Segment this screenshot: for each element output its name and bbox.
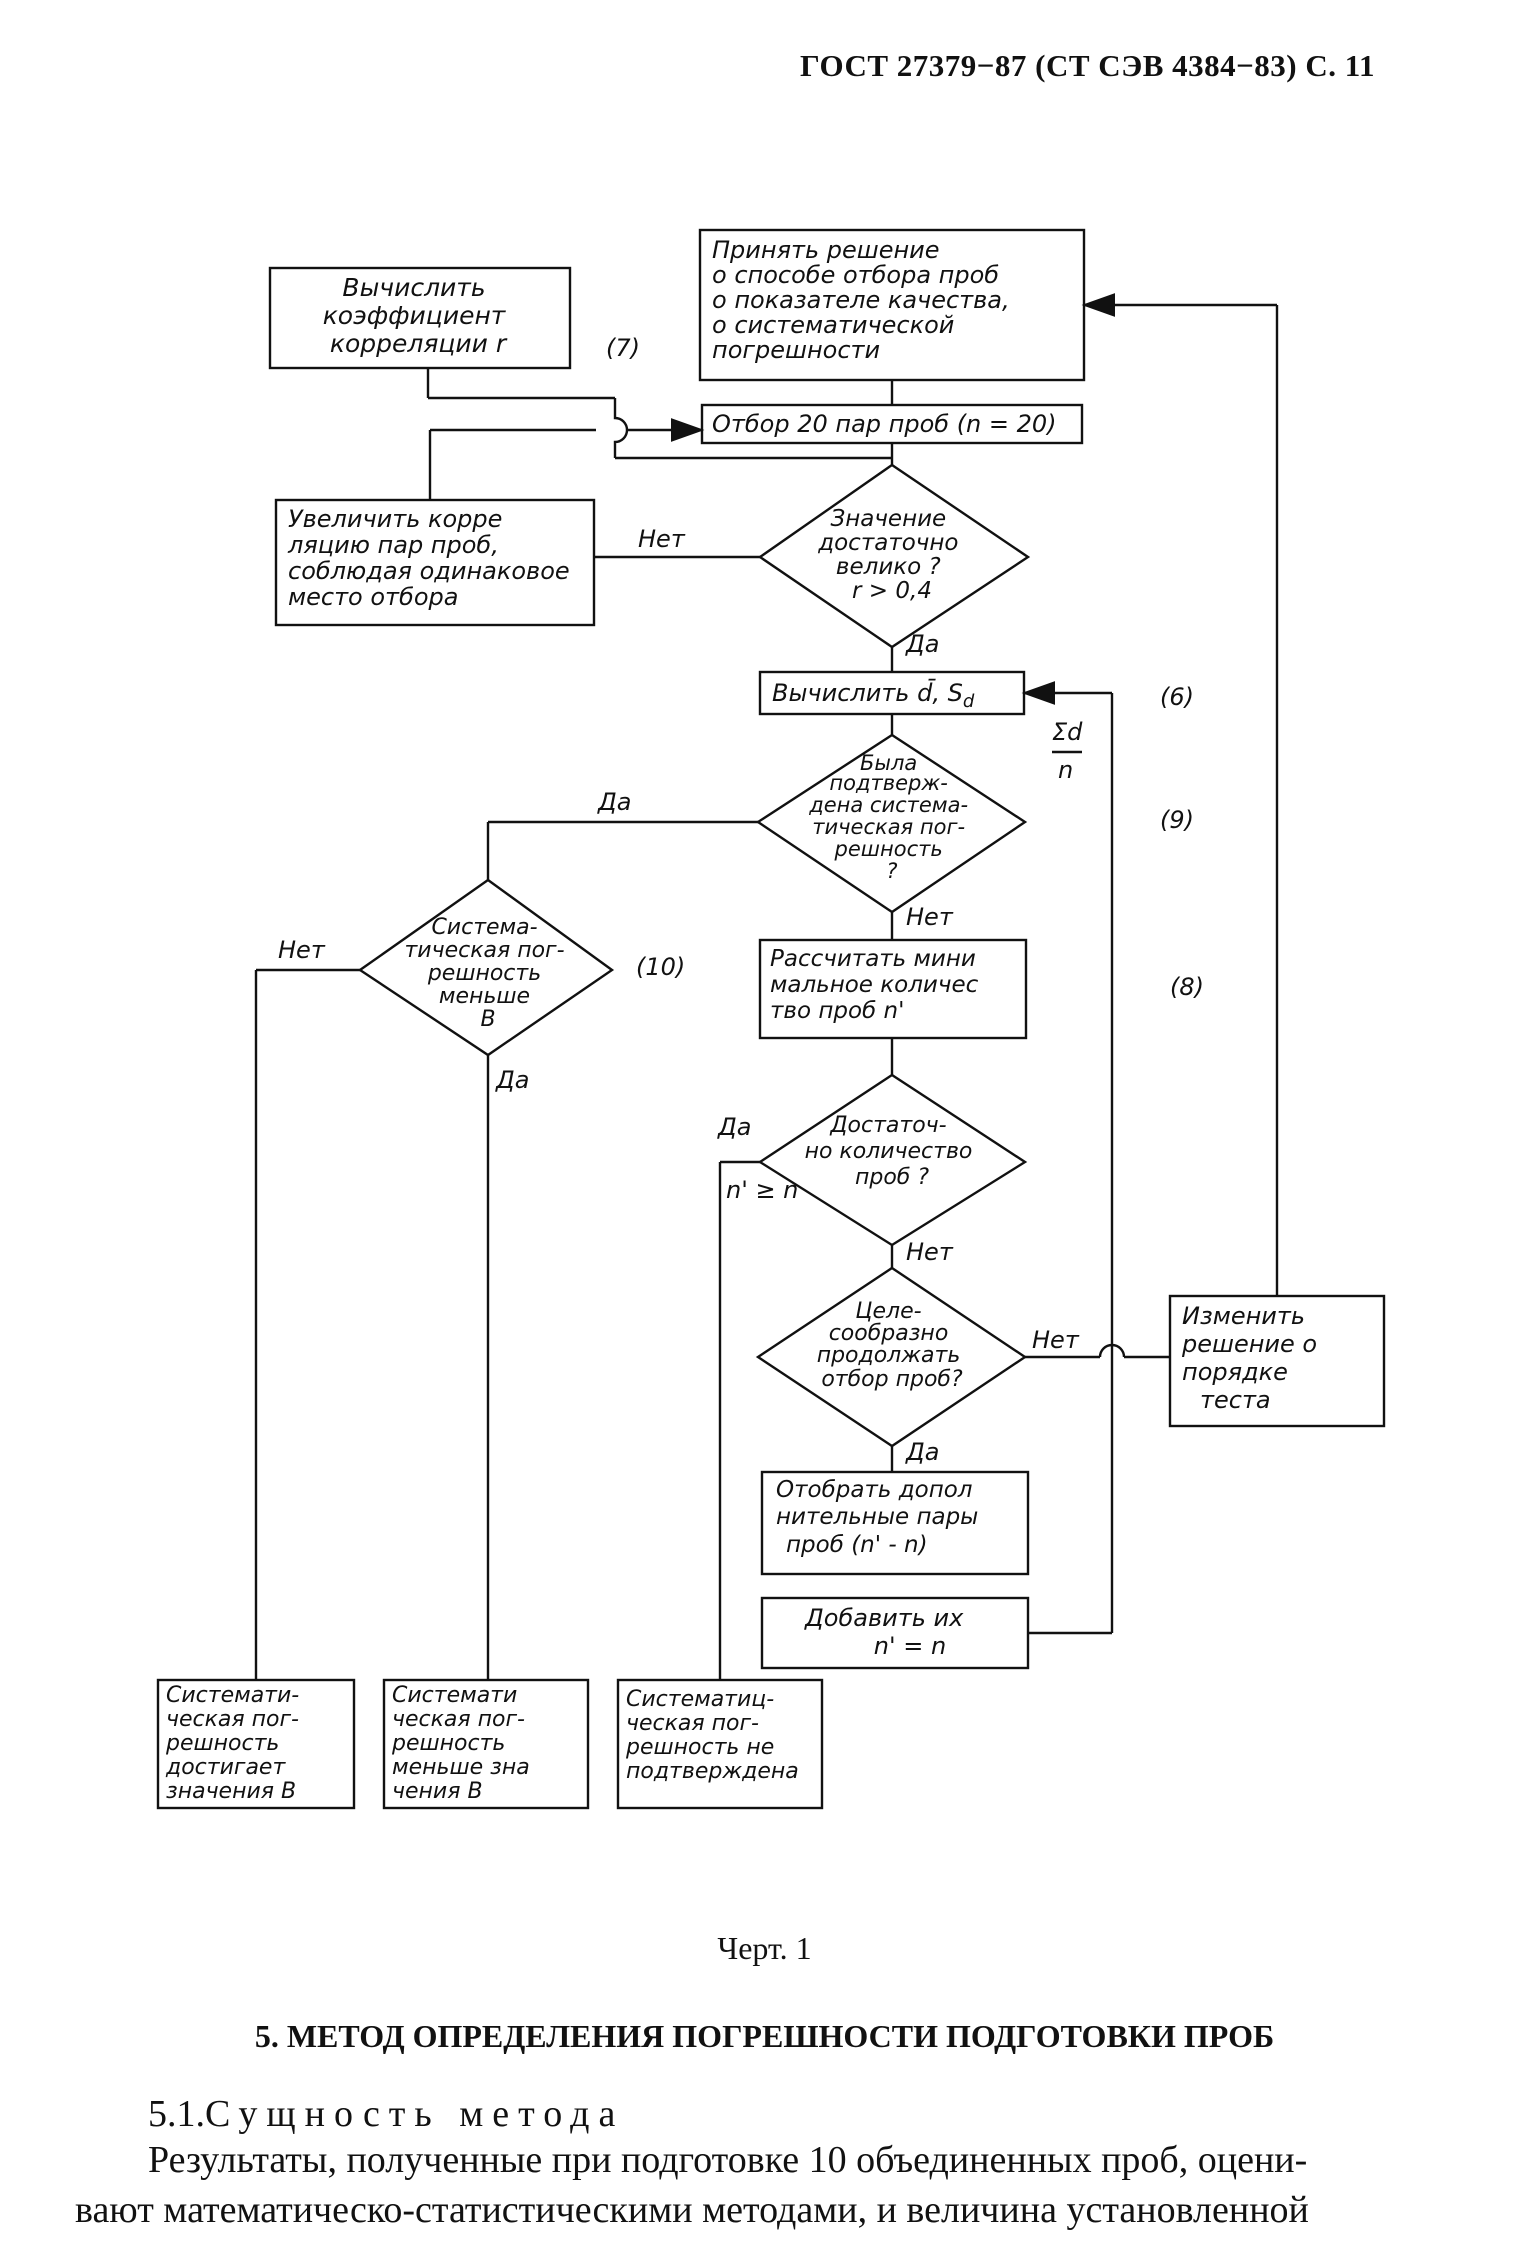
label-no-confirmed: Нет	[906, 903, 954, 931]
box-decision-top-text: Принять решение о способе отбора проб о …	[712, 236, 1017, 364]
label-no-enough: Нет	[906, 1238, 954, 1266]
ref-7: (7)	[606, 334, 640, 362]
box-add-text: Добавить их n' = n	[804, 1604, 971, 1660]
diamond-less-b-text: Система- тическая пог- решность меньше B	[404, 915, 571, 1032]
subsection-title: 5.1.Сущность метода	[148, 2092, 624, 2136]
box-select20-text: Отбор 20 пар проб (n = 20)	[712, 410, 1057, 438]
label-yes-less-b: Да	[495, 1066, 529, 1094]
subsection-number: 5.1.	[148, 2093, 205, 2135]
box-min-count-text: Рассчитать мини мальное количес тво проб…	[770, 946, 986, 1024]
label-no-value: Нет	[638, 525, 686, 553]
sum-denominator: n	[1058, 756, 1073, 784]
box-take-more	[760, 1470, 1030, 1576]
flowchart: Принять решение о способе отбора проб о …	[156, 228, 1386, 1810]
ref-6: (6)	[1160, 683, 1194, 711]
paragraph-line-1: Результаты, полученные при подготовке 10…	[148, 2139, 1308, 2181]
diamond-expedient-text: Целе- сообразно продолжать отбор проб?	[817, 1299, 968, 1392]
diamond-confirmed-text: Была подтверж- дена система- тическая по…	[808, 751, 975, 883]
box-not-confirmed-text: Систематиц- ческая пог- решность не подт…	[625, 1687, 799, 1784]
diamond-value-text: Значение достаточно велико ? r > 0,4	[817, 506, 966, 604]
ref-9: (9)	[1160, 806, 1194, 834]
box-increase-text: Увеличить корре ляцию пар проб, соблюдая…	[287, 505, 577, 611]
box-change-text: Изменить решение о порядке теста	[1181, 1302, 1325, 1414]
box-less-b-text: Системати ческая пог- решность меньше зн…	[391, 1683, 537, 1804]
box-coef	[268, 266, 572, 370]
box-calc-d-text: Вычислить d̄, Sd	[772, 678, 975, 712]
diamond-enough-text: Достаточ- но количество проб ?	[805, 1113, 980, 1190]
label-yes-value: Да	[905, 630, 939, 658]
label-yes-enough: Да	[717, 1113, 751, 1141]
box-increase	[274, 498, 596, 627]
ref-8: (8)	[1170, 973, 1204, 1001]
box-take-more-text: Отобрать допол нительные пары проб (n' -…	[776, 1477, 986, 1558]
label-yes-confirmed: Да	[597, 788, 631, 816]
label-no-expedient: Нет	[1032, 1326, 1080, 1354]
box-less-b	[382, 1678, 590, 1810]
label-no-less-b: Нет	[278, 936, 326, 964]
section-heading: 5. МЕТОД ОПРЕДЕЛЕНИЯ ПОГРЕШНОСТИ ПОДГОТО…	[254, 2018, 1275, 2054]
box-reaches-b-text: Системати- ческая пог- решность достигае…	[165, 1683, 306, 1804]
label-n-ge: n' ≥ n	[726, 1176, 798, 1204]
page-header: ГОСТ 27379−87 (СТ СЭВ 4384−83) С. 11	[800, 48, 1376, 83]
ref-10: (10)	[636, 953, 685, 981]
paragraph-line-2: вают математическо-статистическими метод…	[75, 2189, 1309, 2231]
sum-numerator: Σd	[1052, 718, 1083, 746]
subsection-name: Сущность метода	[205, 2093, 625, 2135]
label-yes-expedient: Да	[905, 1438, 939, 1466]
box-coef-text: Вычислить коэффициент корреляции r	[323, 273, 514, 358]
figure-caption: Черт. 1	[717, 1930, 812, 1966]
